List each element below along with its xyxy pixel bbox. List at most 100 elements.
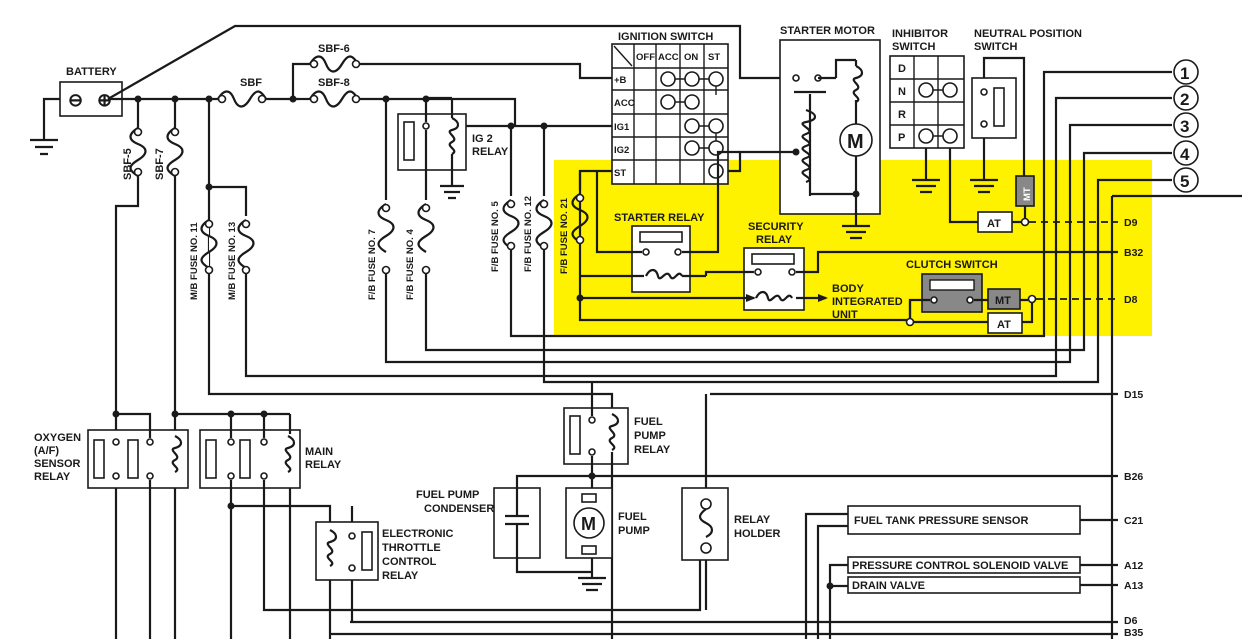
ig-row-ig1: IG1 (614, 122, 630, 133)
body-unit-label-2: INTEGRATED (832, 296, 903, 308)
pin-a12: A12 (1124, 560, 1143, 572)
inhibitor-pos-n: N (898, 86, 906, 98)
fb-fuse-21: F/B FUSE NO. 21 (559, 171, 589, 274)
fb-fuse-4-label: F/B FUSE NO. 4 (405, 229, 416, 300)
security-relay: SECURITY RELAY (743, 221, 805, 311)
clutch-switch: CLUTCH SWITCH (906, 259, 998, 313)
body-unit-label-1: BODY (832, 283, 864, 295)
fb-fuse-4: F/B FUSE NO. 4 (405, 151, 1172, 352)
starter-motor-label: STARTER MOTOR (780, 25, 875, 37)
clutch-switch-label: CLUTCH SWITCH (906, 259, 998, 271)
ig-row-b: +B (614, 75, 627, 86)
fuel-pump-condenser: FUEL PUMP CONDENSER (416, 487, 541, 559)
sbf5-label: SBF-5 (122, 148, 134, 180)
connector-5: 5 (1173, 167, 1199, 193)
battery-label: BATTERY (66, 66, 117, 78)
battery-plus-symbol: ⊕ (97, 90, 112, 110)
pin-c21: C21 (1124, 515, 1143, 527)
mb-fuse-11: M/B FUSE NO. 11 (189, 219, 218, 300)
ig-col-off: OFF (636, 52, 655, 63)
drain-valve: DRAIN VALVE (847, 576, 1081, 594)
etc-relay-label-1: ELECTRONIC (382, 528, 454, 540)
sbf6-label: SBF-6 (318, 43, 350, 55)
etc-relay-label-2: THROTTLE (382, 542, 441, 554)
neutral-mt-label: MT (1022, 187, 1033, 201)
pin-d8: D8 (1124, 294, 1138, 306)
connector-3-label: 3 (1180, 117, 1189, 136)
inhibitor-label-1: INHIBITOR (892, 28, 948, 40)
sbf5-fuse: SBF-5 (114, 99, 147, 639)
oxygen-sensor-relay: OXYGEN (A/F) SENSOR RELAY (34, 429, 189, 489)
pressure-solenoid-label: PRESSURE CONTROL SOLENOID VALVE (852, 560, 1068, 572)
connector-1-label: 1 (1180, 64, 1189, 83)
pin-a13: A13 (1124, 580, 1143, 592)
fuel-pump-m-symbol: M (581, 514, 596, 534)
inhibitor-pos-r: R (898, 109, 906, 121)
fuel-pump-relay-label-2: PUMP (634, 430, 666, 442)
ig2-relay-label-2: RELAY (472, 146, 509, 158)
pressure-control-solenoid-valve: PRESSURE CONTROL SOLENOID VALVE (847, 556, 1081, 574)
starter-motor: STARTER MOTOR M (779, 25, 881, 240)
mb-fuse-11-label: M/B FUSE NO. 11 (189, 222, 200, 300)
electronic-throttle-control-relay: ELECTRONIC THROTTLE CONTROL RELAY (315, 521, 454, 582)
clutch-mt-tag: MT (987, 288, 1021, 310)
security-relay-label-2: RELAY (756, 234, 793, 246)
ig-col-acc: ACC (658, 52, 679, 63)
clutch-at-label: AT (997, 319, 1011, 331)
neutral-label-1: NEUTRAL POSITION (974, 28, 1082, 40)
sbf8-label: SBF-8 (318, 77, 350, 89)
pin-b26: B26 (1124, 471, 1143, 483)
ig2-relay-label-1: IG 2 (472, 133, 493, 145)
sbf-fuse: SBF (217, 77, 267, 108)
fb-fuse-21-label: F/B FUSE NO. 21 (559, 197, 570, 274)
pin-b35: B35 (1124, 627, 1143, 639)
sbf7-fuse: SBF-7 (154, 99, 184, 639)
ig-row-st: ST (614, 168, 626, 179)
mb-fuse-13: M/B FUSE NO. 13 (227, 96, 1172, 378)
relay-holder-label-2: HOLDER (734, 528, 781, 540)
battery: BATTERY ⊖ ⊕ (30, 66, 123, 156)
connector-3: 3 (1173, 112, 1199, 138)
fb-fuse-5-label: F/B FUSE NO. 5 (490, 201, 501, 272)
inhibitor-pos-d: D (898, 63, 906, 75)
neutral-mt-tag: MT (1015, 175, 1035, 207)
oxygen-relay-label-3: SENSOR (34, 458, 81, 470)
d9-at-label: AT (987, 218, 1001, 230)
pin-b32: B32 (1124, 247, 1143, 259)
security-relay-label-1: SECURITY (748, 221, 804, 233)
condenser-label-2: CONDENSER (424, 503, 494, 515)
starter-relay-label: STARTER RELAY (614, 212, 705, 224)
etc-relay-label-3: CONTROL (382, 556, 437, 568)
pin-d9: D9 (1124, 217, 1138, 229)
ig-col-on: ON (684, 52, 698, 63)
sbf-label: SBF (240, 77, 262, 89)
fb-fuse-12-label: F/B FUSE NO. 12 (523, 196, 534, 272)
ig-row-acc: ACC (614, 98, 635, 109)
ig2-relay: IG 2 RELAY (397, 98, 509, 200)
connector-4-label: 4 (1180, 145, 1190, 164)
ignition-switch-label: IGNITION SWITCH (618, 31, 713, 43)
main-relay-label-2: RELAY (305, 459, 342, 471)
fuel-tank-pressure-sensor: FUEL TANK PRESSURE SENSOR (847, 505, 1081, 535)
relay-holder-label-1: RELAY (734, 514, 771, 526)
d9-at-tag: AT (977, 211, 1013, 233)
fb-fuse-5: F/B FUSE NO. 5 (490, 70, 1172, 338)
neutral-position-switch: NEUTRAL POSITION SWITCH (970, 28, 1082, 194)
main-relay-label-1: MAIN (305, 446, 333, 458)
oxygen-relay-label-2: (A/F) (34, 445, 59, 457)
mb-fuse-13-label: M/B FUSE NO. 13 (227, 222, 238, 300)
fb-fuse-7-label: F/B FUSE NO. 7 (367, 229, 378, 300)
starter-relay: STARTER RELAY (614, 212, 705, 293)
pin-d6: D6 (1124, 615, 1138, 627)
inhibitor-label-2: SWITCH (892, 41, 935, 53)
pin-d15: D15 (1124, 389, 1143, 401)
connector-4: 4 (1173, 140, 1199, 166)
etc-relay-label-4: RELAY (382, 570, 419, 582)
battery-minus-symbol: ⊖ (68, 90, 83, 110)
oxygen-relay-label-4: RELAY (34, 471, 71, 483)
inhibitor-switch: INHIBITOR SWITCH D N R P (889, 28, 978, 224)
fb-fuse-7: F/B FUSE NO. 7 (367, 99, 1172, 364)
fuel-tank-sensor-label: FUEL TANK PRESSURE SENSOR (854, 515, 1028, 527)
condenser-label-1: FUEL PUMP (416, 489, 479, 501)
